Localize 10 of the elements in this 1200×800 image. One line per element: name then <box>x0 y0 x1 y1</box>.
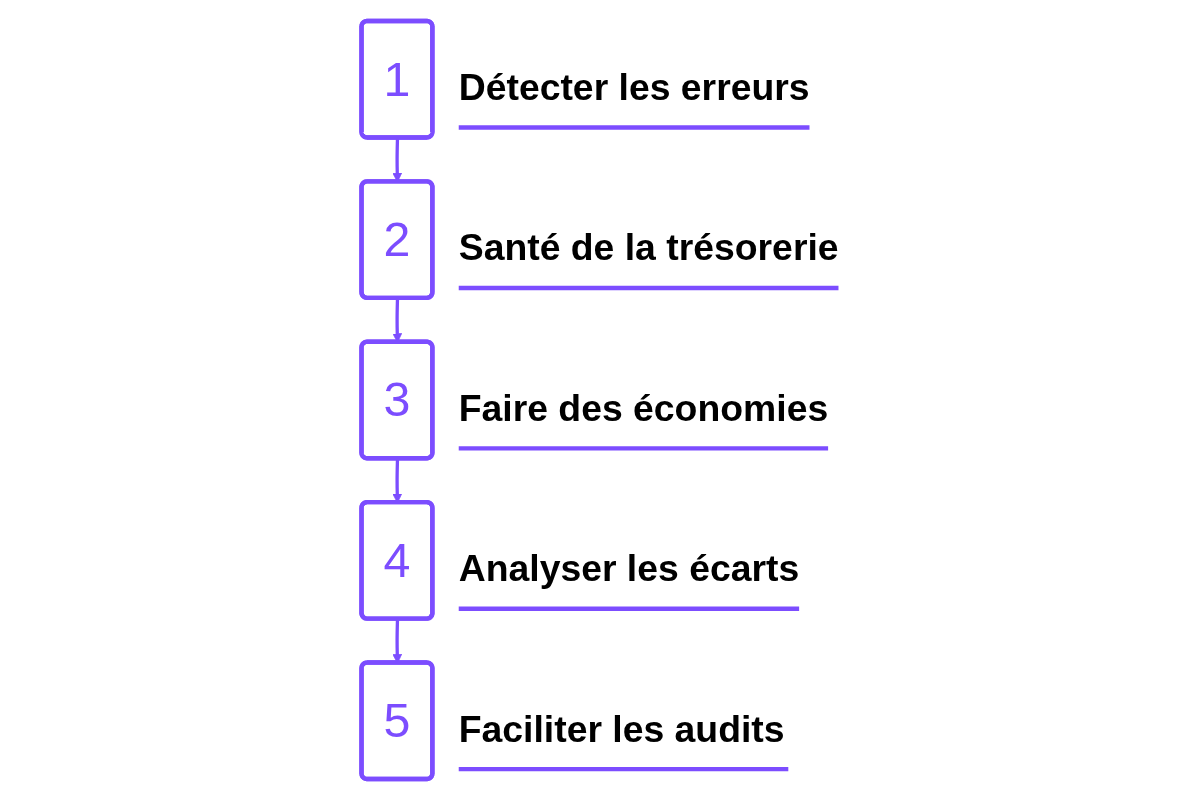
step-number: 2 <box>383 212 411 266</box>
step-label: Faire des économies <box>458 386 829 429</box>
step-label: Détecter les erreurs <box>458 66 810 109</box>
step-number: 1 <box>383 51 411 106</box>
step-label: Analyser les écarts <box>458 547 800 590</box>
step-label: Santé de la trésorerie <box>458 226 839 269</box>
step-number: 4 <box>383 532 411 587</box>
step-number: 5 <box>383 693 411 748</box>
step-label: Faciliter les audits <box>458 707 785 750</box>
step-number: 3 <box>383 372 411 427</box>
